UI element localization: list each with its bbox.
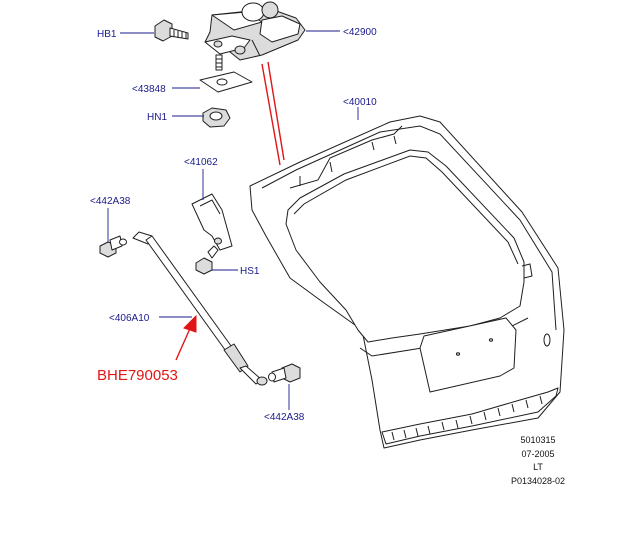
label-hs1: HS1 bbox=[240, 266, 260, 277]
highlighted-part-number: BHE790053 bbox=[97, 367, 178, 384]
highlight-arrow bbox=[175, 314, 197, 361]
drawing-stamp: 5010315 07-2005 LT P0134028-02 bbox=[511, 435, 565, 486]
label-42900: <42900 bbox=[343, 27, 377, 38]
hinge-bolt bbox=[154, 19, 189, 42]
label-hn1: HN1 bbox=[147, 112, 167, 123]
stamp-line-3: LT bbox=[533, 462, 543, 472]
stamp-line-2: 07-2005 bbox=[521, 449, 554, 459]
hinge-assembly bbox=[204, 1, 306, 61]
label-41062: <41062 bbox=[184, 157, 218, 168]
label-406a10: <406A10 bbox=[109, 313, 150, 324]
hinge-stud bbox=[215, 54, 223, 71]
upper-ball-stud bbox=[99, 235, 127, 258]
label-hb1: HB1 bbox=[97, 29, 117, 40]
tailgate-panel bbox=[249, 115, 565, 449]
label-40010: <40010 bbox=[343, 97, 377, 108]
label-442a38-top: <442A38 bbox=[90, 196, 131, 207]
hinge-gasket bbox=[199, 71, 253, 93]
label-442a38-bottom: <442A38 bbox=[264, 412, 305, 423]
leader-lines bbox=[107, 30, 359, 410]
lower-ball-stud bbox=[268, 363, 301, 383]
stamp-line-4: P0134028-02 bbox=[511, 476, 565, 486]
strut-bracket bbox=[191, 193, 233, 251]
label-43848: <43848 bbox=[132, 84, 166, 95]
hinge-indicator-lines bbox=[261, 61, 285, 166]
hinge-nut bbox=[202, 107, 231, 128]
gas-strut bbox=[132, 231, 268, 386]
stamp-line-1: 5010315 bbox=[520, 435, 555, 445]
